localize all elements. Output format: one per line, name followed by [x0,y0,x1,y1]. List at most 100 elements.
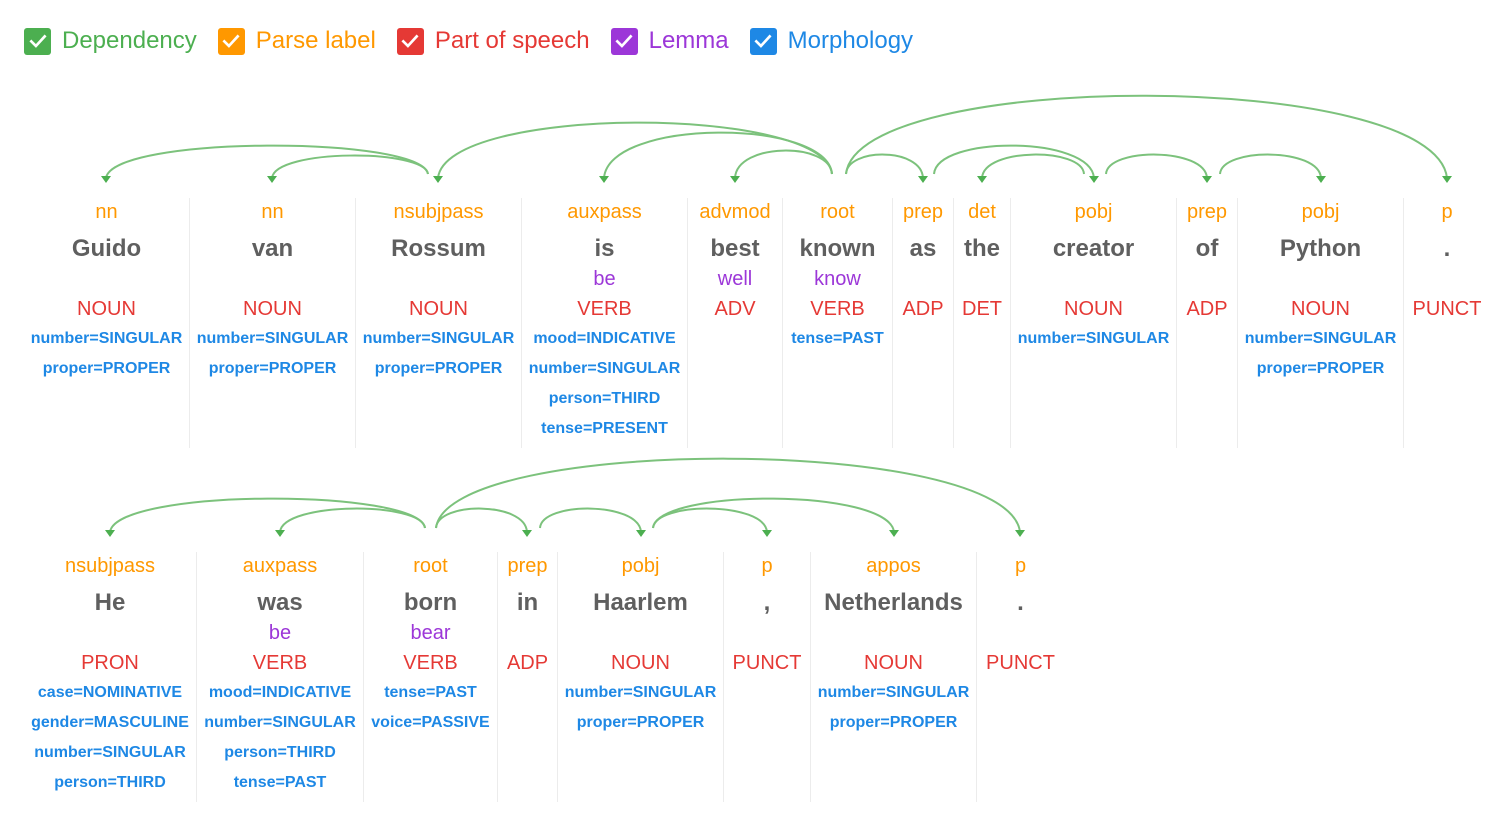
dependency-arc [105,144,429,179]
legend-label: Parse label [255,27,376,54]
token-word: as [909,235,937,262]
part-of-speech: VERB [577,298,632,320]
parse-label: appos [866,555,921,577]
part-of-speech: ADP [1186,298,1228,320]
morphology-feature: number=SINGULAR [1244,330,1397,347]
token-lemma [1177,264,1237,294]
legend-toggle-morphology[interactable]: Morphology [749,26,914,56]
part-of-speech: PUNCT [732,652,802,674]
token-column: p.PUNCT [977,552,1064,802]
arrowhead-icon [267,176,277,183]
legend-label: Dependency [62,27,197,54]
token-lemma [977,618,1064,648]
morphology-feature: number=SINGULAR [196,330,349,347]
part-of-speech: DET [962,298,1002,320]
arrowhead-icon [730,176,740,183]
token-word: Guido [71,235,142,262]
parse-label: pobj [1301,201,1340,223]
parse-label: nn [95,201,118,223]
legend-toggle-parse-label[interactable]: Parse label [217,26,376,56]
arrowhead-icon [636,530,646,537]
part-of-speech: NOUN [77,298,136,320]
dependency-arc [437,121,833,179]
token-lemma: bear [410,622,451,644]
token-lemma [24,264,189,294]
arrowhead-icon [275,530,285,537]
morphology-feature: number=SINGULAR [362,330,515,347]
token-lemma [1404,264,1490,294]
parse-label: root [820,201,855,223]
checkbox-checked-icon[interactable] [610,27,638,55]
checkbox-checked-icon[interactable] [749,27,777,55]
dependency-arc [845,153,924,179]
morphology-feature: number=SINGULAR [1017,330,1170,347]
token-lemma [1238,264,1403,294]
parse-label: prep [1186,201,1228,223]
morphology-feature: tense=PRESENT [541,420,668,437]
checkbox-checked-icon[interactable] [396,27,424,55]
token-lemma: be [268,622,292,644]
morphology-feature: number=SINGULAR [30,330,183,347]
legend-toggle-lemma[interactable]: Lemma [610,26,729,56]
morphology-feature: proper=PROPER [374,360,503,377]
legend-toggle-dependency[interactable]: Dependency [24,26,197,56]
parse-label: pobj [1074,201,1113,223]
dependency-arc [435,507,528,533]
legend-label: Morphology [787,27,914,54]
part-of-speech: NOUN [864,652,923,674]
token-lemma [356,264,521,294]
token-word: known [799,235,876,262]
morphology-feature: gender=MASCULINE [31,714,189,731]
token-word: is [594,235,615,262]
part-of-speech: NOUN [409,298,468,320]
token-word: of [1195,235,1219,262]
morphology-feature: proper=PROPER [1256,360,1385,377]
token-lemma [498,618,557,648]
parse-label: p [1014,555,1027,577]
morphology-feature: proper=PROPER [576,714,705,731]
legend-toggle-part-of-speech[interactable]: Part of speech [396,26,590,56]
arrowhead-icon [918,176,928,183]
token-word: Netherlands [824,589,963,616]
part-of-speech: VERB [403,652,458,674]
token-word: van [251,235,294,262]
arrowhead-icon [977,176,987,183]
token-lemma [954,264,1010,294]
parse-label: prep [902,201,944,223]
token-word: the [964,235,1000,262]
dependency-arc [603,131,833,179]
parse-label: nn [261,201,284,223]
part-of-speech: PUNCT [1412,298,1482,320]
parse-label: det [968,201,996,223]
part-of-speech: PRON [81,652,139,674]
morphology-feature: number=SINGULAR [204,714,356,731]
part-of-speech: NOUN [1064,298,1123,320]
morphology-feature: mood=INDICATIVE [533,330,676,347]
morphology-feature: person=THIRD [548,390,661,407]
morphology-feature: mood=INDICATIVE [208,684,352,701]
checkbox-checked-icon[interactable] [217,27,245,55]
parse-label: auxpass [242,555,318,577]
part-of-speech: ADV [714,298,756,320]
dependency-arc [271,154,429,179]
part-of-speech: ADP [902,298,944,320]
arrowhead-icon [1316,176,1326,183]
parse-label: p [761,555,773,577]
morphology-feature: tense=PAST [233,774,327,791]
arrowhead-icon [101,176,111,183]
dependency-arc [435,457,1021,533]
morphology-feature: number=SINGULAR [564,684,717,701]
token-word: Rossum [391,235,486,262]
checkbox-checked-icon[interactable] [24,27,51,55]
dependency-arc [933,144,1095,179]
parse-label: pobj [621,555,660,577]
